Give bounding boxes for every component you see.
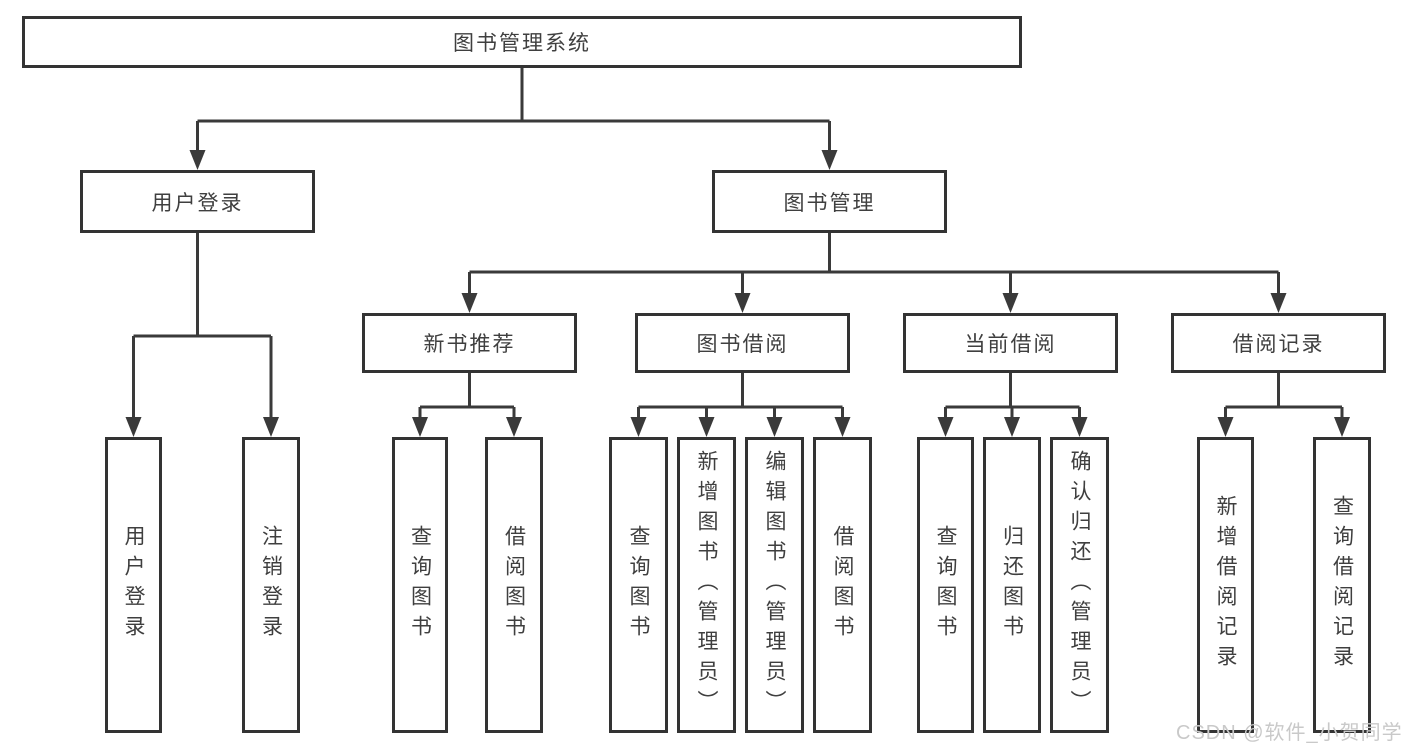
csdn-watermark: CSDN @软件_小贺同学 xyxy=(1176,722,1403,744)
node-book-management: 图书管理 xyxy=(712,170,947,233)
leaf-add-books-admin: 新增图书（管理员） xyxy=(677,437,736,733)
node-current-borrow: 当前借阅 xyxy=(903,313,1118,373)
node-book-management-label: 图书管理 xyxy=(783,191,876,215)
leaf-add-borrow-record: 新增借阅记录 xyxy=(1197,437,1254,733)
node-book-borrow-label: 图书借阅 xyxy=(696,333,789,356)
leaf-edit-books-admin: 编辑图书（管理员） xyxy=(745,437,804,733)
node-borrow-record: 借阅记录 xyxy=(1171,313,1386,373)
arrowhead-icons xyxy=(125,150,1350,437)
node-user-login: 用户登录 xyxy=(80,170,315,233)
leaf-user-login: 用户登录 xyxy=(105,437,162,733)
leaf-borrow-books-label: 借阅图书 xyxy=(831,525,854,645)
leaf-borrow-books: 借阅图书 xyxy=(813,437,872,733)
node-root-label: 图书管理系统 xyxy=(453,32,591,55)
leaf-borrow-books-recommend: 借阅图书 xyxy=(485,437,543,733)
leaf-add-borrow-record-label: 新增借阅记录 xyxy=(1214,495,1237,675)
leaf-logout-label: 注销登录 xyxy=(259,525,283,645)
leaf-query-borrow-record: 查询借阅记录 xyxy=(1313,437,1371,733)
leaf-return-books-label: 归还图书 xyxy=(1000,525,1024,645)
node-book-borrow: 图书借阅 xyxy=(635,313,850,373)
leaf-query-books-current-label: 查询图书 xyxy=(934,525,957,645)
leaf-logout: 注销登录 xyxy=(242,437,300,733)
leaf-query-books-borrow-label: 查询图书 xyxy=(627,525,650,645)
node-user-login-label: 用户登录 xyxy=(151,191,244,215)
leaf-return-books: 归还图书 xyxy=(983,437,1041,733)
node-new-book-recommend: 新书推荐 xyxy=(362,313,577,373)
node-new-book-recommend-label: 新书推荐 xyxy=(423,333,516,356)
leaf-add-books-admin-label: 新增图书（管理员） xyxy=(695,450,718,720)
leaf-query-borrow-record-label: 查询借阅记录 xyxy=(1330,495,1354,675)
leaf-borrow-books-recommend-label: 借阅图书 xyxy=(502,525,526,645)
leaf-query-books-current: 查询图书 xyxy=(917,437,974,733)
node-root: 图书管理系统 xyxy=(22,16,1022,68)
node-current-borrow-label: 当前借阅 xyxy=(964,333,1057,356)
leaf-confirm-return-admin: 确认归还（管理员） xyxy=(1050,437,1109,733)
leaf-edit-books-admin-label: 编辑图书（管理员） xyxy=(763,450,786,720)
leaf-confirm-return-admin-label: 确认归还（管理员） xyxy=(1068,450,1091,720)
leaf-query-books-borrow: 查询图书 xyxy=(609,437,668,733)
leaf-query-books-recommend-label: 查询图书 xyxy=(408,525,432,645)
leaf-query-books-recommend: 查询图书 xyxy=(392,437,448,733)
leaf-user-login-label: 用户登录 xyxy=(122,525,145,645)
node-borrow-record-label: 借阅记录 xyxy=(1232,333,1325,356)
